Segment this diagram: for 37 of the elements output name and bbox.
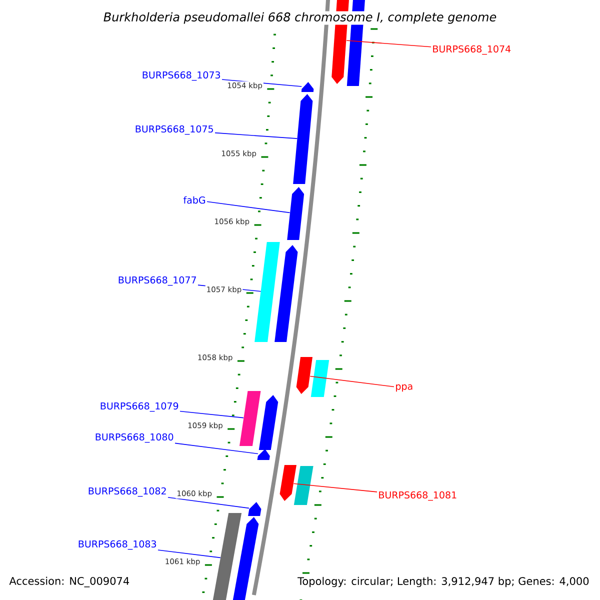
gene-block (293, 94, 313, 184)
gene-label: BURPS668_1081 (379, 491, 456, 501)
gene-block (257, 449, 270, 460)
gene-label: BURPS668_1077 (118, 276, 196, 286)
gene-label: ppa (396, 384, 412, 392)
gene-block (310, 360, 330, 397)
gene-label: BURPS668_1083 (78, 540, 156, 550)
gene-label: fabG (183, 196, 206, 204)
gene-label: BURPS668_1075 (136, 125, 213, 135)
gene-block (274, 245, 298, 342)
summary-text: Topology: circular; Length: 3,912,947 bp; Genes: 4,000 (296, 575, 591, 589)
accession-text: Accession: NC_009074 (9, 576, 130, 588)
leader-line (346, 40, 432, 48)
gene-label: BURPS668_1080 (96, 433, 174, 443)
gene-block (254, 242, 280, 342)
gene-block (239, 391, 261, 446)
leader-line (174, 442, 258, 454)
leader-line (206, 201, 290, 214)
gene-block (287, 187, 304, 240)
gene-label: BURPS668_1073 (142, 71, 220, 81)
leader-line (310, 376, 394, 388)
gene-block (248, 502, 262, 516)
gene-label: BURPS668_1079 (100, 402, 178, 412)
gene-label: BURPS668_1082 (88, 487, 166, 497)
leader-line (158, 550, 221, 558)
leader-line (214, 132, 298, 139)
leader-line (168, 497, 250, 509)
gene-block (301, 82, 314, 92)
gene-block (296, 357, 313, 394)
gene-block (280, 465, 296, 501)
gene-block (232, 517, 259, 600)
gene-block (212, 513, 242, 600)
leader-line (293, 483, 378, 492)
leader-line (180, 410, 244, 418)
gene-block (294, 466, 314, 505)
title: Burkholderia pseudomallei 668 chromosome I, complete genome (102, 11, 498, 25)
gene-label: BURPS668_1074 (433, 45, 511, 55)
